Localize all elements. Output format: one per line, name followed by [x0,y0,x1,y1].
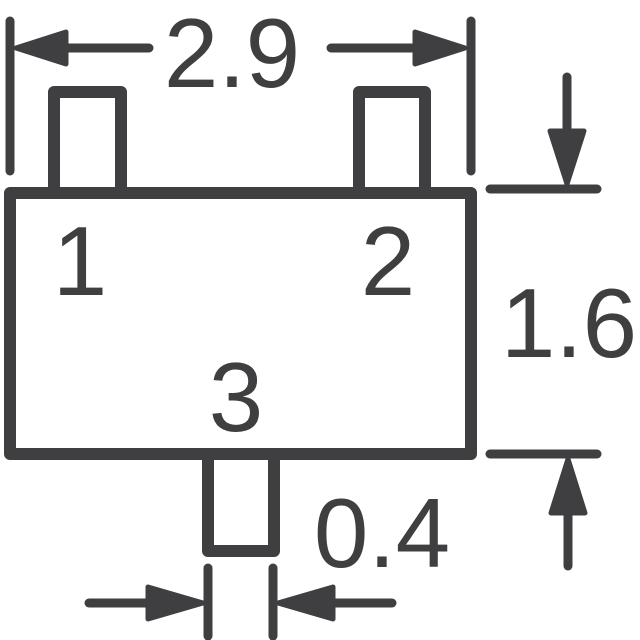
lead-width-value: 0.4 [314,478,450,588]
width-arrowhead-left-icon [13,29,69,67]
height-arrowhead-down-icon [547,128,587,187]
pin2-lead-outline [353,86,431,195]
lead-width-dimension: 0.4 [84,478,450,640]
lead-arrowhead-left-icon [145,584,206,622]
package-body [4,187,477,460]
lead-arrowhead-right-icon [275,584,336,622]
pin3-label: 3 [209,342,264,452]
body-width-value: 2.9 [164,0,300,108]
body-height-value: 1.6 [501,268,637,378]
pin2-label: 2 [361,206,416,316]
height-arrowhead-up-icon [548,456,588,516]
width-arrowhead-right-icon [412,29,468,67]
body-width-dimension: 2.9 [5,0,476,176]
pin3-lead-outline [202,452,280,557]
pin1-label: 1 [53,206,108,316]
body-height-dimension: 1.6 [485,72,637,571]
pin1-lead-outline [48,86,127,195]
